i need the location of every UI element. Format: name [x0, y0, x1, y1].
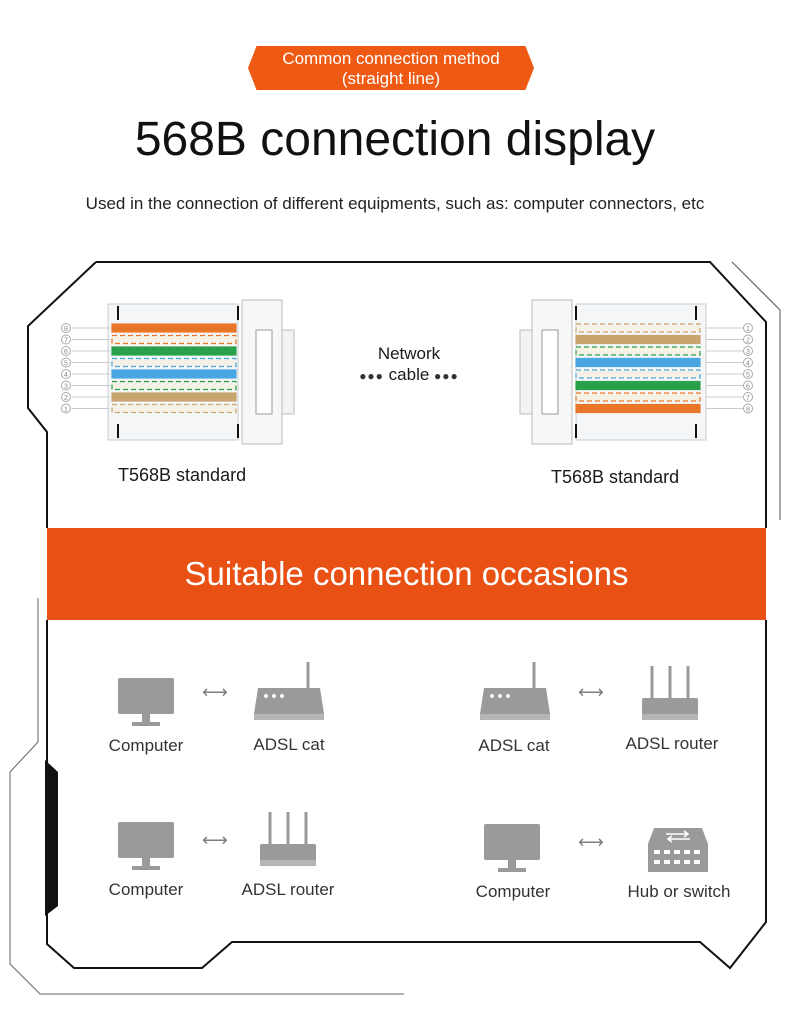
- occasion-2-left-label: ADSL cat: [478, 736, 550, 755]
- page-subtitle: Used in the connection of different equi…: [85, 194, 705, 213]
- router-icon: [256, 810, 320, 873]
- occasion-1-right-label: ADSL cat: [253, 735, 325, 754]
- bidirectional-arrow-icon: ⟷: [202, 830, 228, 850]
- left-connector-label: T568B standard: [118, 465, 247, 485]
- pin-number-circle: [743, 392, 753, 402]
- occasion-2-right-label: ADSL router: [625, 734, 719, 753]
- pin-number: 1: [64, 407, 68, 414]
- pin-number: 1: [746, 326, 750, 333]
- right-rj45-connector: 1 2 3 4 5 6 7 8: [519, 299, 753, 445]
- router-icon: [638, 664, 702, 727]
- pin-number-circle: [743, 403, 753, 414]
- right-connector-label: T568B standard: [551, 467, 680, 487]
- occasion-4-right-label: Hub or switch: [627, 882, 731, 901]
- badge-line-2: (straight line): [341, 69, 441, 88]
- pin-number: 2: [64, 395, 68, 402]
- pin-number: 4: [64, 372, 68, 379]
- wire-strand: [575, 380, 701, 391]
- pin-number: 7: [746, 395, 750, 402]
- pin-number: 5: [64, 361, 68, 368]
- pin-number: 3: [64, 384, 68, 391]
- left-rj45-connector: 8 7 6 5 4 3 2 1: [61, 299, 295, 445]
- wire-strand: [575, 369, 701, 379]
- pin-number-circle: [743, 334, 753, 345]
- pin-number-circle: [743, 357, 753, 368]
- wire-strand: [575, 323, 701, 333]
- pin-number: 8: [64, 326, 68, 333]
- bidirectional-arrow-icon: ⟷: [578, 682, 604, 702]
- occasion-1-left-label: Computer: [108, 736, 184, 755]
- wire-strand: [111, 392, 237, 402]
- monitor-icon: [482, 822, 542, 879]
- wire-strand: [111, 357, 237, 368]
- switch-icon: [646, 826, 710, 881]
- wire-strand: [111, 380, 237, 391]
- wire-strand: [575, 357, 701, 368]
- pin-number-circle: [61, 392, 71, 402]
- badge-line-1: Common connection method: [282, 49, 500, 68]
- wire-strand: [111, 369, 237, 379]
- wire-strand: [575, 334, 701, 345]
- pin-number: 3: [746, 349, 750, 356]
- pin-number-circle: [61, 334, 71, 345]
- pin-number-circle: [61, 380, 71, 391]
- wire-strand: [111, 323, 237, 333]
- pin-number-circle: [61, 369, 71, 379]
- cable-caption-row: ●●● cable ●●●: [344, 364, 474, 387]
- wire-strand: [575, 403, 701, 414]
- occasion-1: ⟷ Computer ADSL cat: [100, 660, 360, 760]
- pin-number-circle: [743, 369, 753, 379]
- modem-icon: [476, 660, 552, 727]
- occasion-2: ⟷ ADSL cat ADSL router: [470, 658, 740, 758]
- occasion-3: ⟷ Computer ADSL router: [100, 810, 360, 910]
- wire-strand: [575, 392, 701, 402]
- pin-number: 5: [746, 372, 750, 379]
- occasion-4: ⟷ Computer Hub or switch: [470, 812, 750, 912]
- occasions-banner: Suitable connection occasions: [47, 528, 766, 620]
- cable-caption-line-2: cable: [388, 365, 430, 384]
- dots-left-icon: ●●●: [359, 369, 384, 383]
- pin-number-circle: [743, 346, 753, 356]
- cable-caption-line-1: Network: [377, 344, 441, 363]
- dots-right-icon: ●●●: [434, 369, 459, 383]
- pin-number-circle: [61, 346, 71, 356]
- wire-strand: [111, 334, 237, 345]
- page-title: 568B connection display: [134, 113, 656, 166]
- occasion-4-left-label: Computer: [475, 882, 551, 901]
- wire-strand: [111, 346, 237, 356]
- network-cable-caption: Network ●●● cable ●●●: [344, 343, 474, 387]
- pin-number: 2: [746, 338, 750, 345]
- bidirectional-arrow-icon: ⟷: [578, 832, 604, 852]
- pin-number-circle: [743, 380, 753, 391]
- pin-number: 8: [746, 407, 750, 414]
- bidirectional-arrow-icon: ⟷: [202, 682, 228, 702]
- connection-method-badge: Common connection method (straight line): [248, 46, 534, 90]
- monitor-icon: [116, 676, 176, 733]
- wire-strand: [575, 346, 701, 356]
- pin-number: 4: [746, 361, 750, 368]
- pin-number-circle: [61, 403, 71, 414]
- pin-number: 6: [64, 349, 68, 356]
- occasion-3-left-label: Computer: [108, 880, 184, 899]
- occasion-3-right-label: ADSL router: [241, 880, 335, 899]
- pin-number: 6: [746, 384, 750, 391]
- modem-icon: [250, 660, 326, 727]
- pin-number-circle: [61, 357, 71, 368]
- pin-number: 7: [64, 338, 68, 345]
- wire-strand: [111, 403, 237, 414]
- pin-number-circle: [743, 323, 753, 333]
- monitor-icon: [116, 820, 176, 877]
- pin-number-circle: [61, 323, 71, 333]
